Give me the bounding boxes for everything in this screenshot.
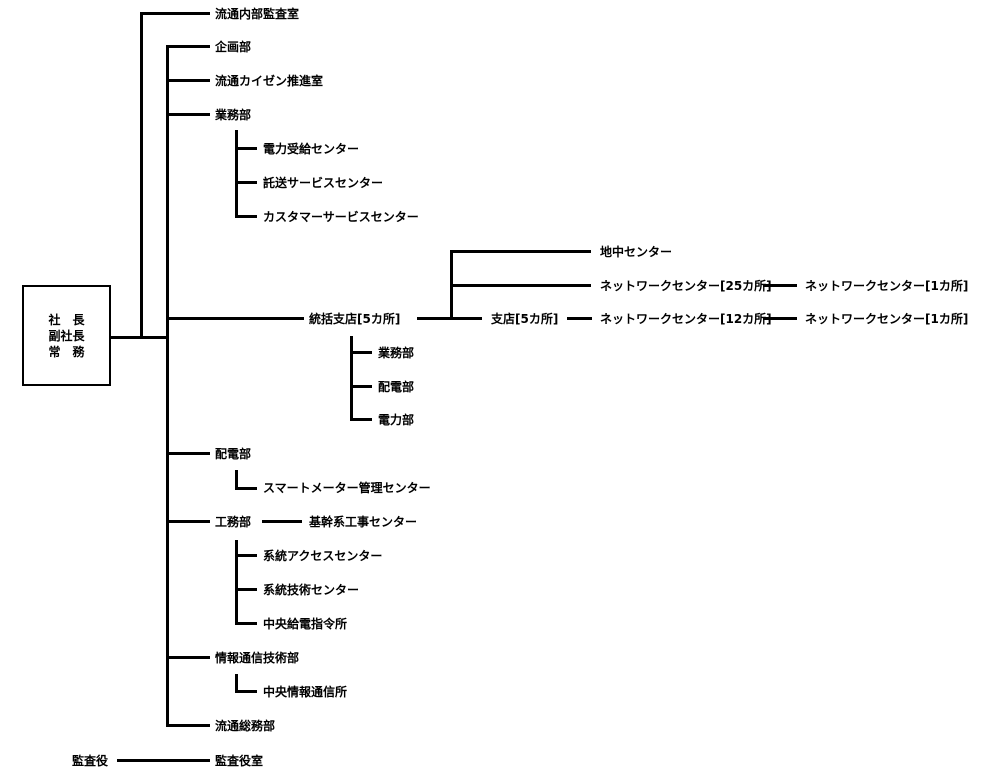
distribution-sub-spine-line — [235, 470, 238, 490]
business-label: 業務部 — [215, 108, 252, 122]
ict-connector-line — [166, 656, 210, 659]
network-25-label: ネットワークセンター[25カ所] — [600, 279, 772, 293]
ict-sub-spine-line — [235, 674, 238, 693]
internal-audit-label: 流通内部監査室 — [215, 7, 300, 21]
system-access-label: 系統アクセスセンター — [263, 549, 383, 563]
network-1a-label: ネットワークセンター[1カ所] — [805, 279, 969, 293]
planning-connector-line — [166, 45, 210, 48]
central-dispatch-connector-line — [235, 622, 257, 625]
exec-connector-line — [111, 336, 167, 339]
smart-meter-connector-line — [235, 487, 257, 490]
executive-managing-director-label: 常 務 — [48, 344, 85, 359]
system-tech-connector-line — [235, 588, 257, 591]
general-affairs-connector-line — [166, 724, 210, 727]
engineering-sub-spine-line — [235, 540, 238, 625]
central-ict-connector-line — [235, 690, 257, 693]
regional-branch-sub-spine-line — [350, 336, 353, 421]
network-1b-label: ネットワークセンター[1カ所] — [805, 312, 969, 326]
executive-box: 社 長 副社長 常 務 — [22, 285, 111, 386]
branch-distribution-connector-line — [350, 385, 372, 388]
regional-branch-label: 統括支店[5カ所] — [309, 312, 401, 326]
internal-audit-connector-line — [140, 12, 210, 15]
network-25-connector-line — [450, 284, 591, 287]
wheeling-connector-line — [235, 181, 257, 184]
kaizen-label: 流通カイゼン推進室 — [215, 74, 324, 88]
regional-branch-connector-line — [166, 317, 304, 320]
underground-connector-line — [450, 250, 591, 253]
network-12-label: ネットワークセンター[12カ所] — [600, 312, 772, 326]
branch-power-label: 電力部 — [378, 413, 415, 427]
power-receipt-connector-line — [235, 147, 257, 150]
smart-meter-label: スマートメーター管理センター — [263, 481, 431, 495]
underground-label: 地中センター — [600, 245, 673, 259]
distribution-label: 配電部 — [215, 447, 252, 461]
ict-label: 情報通信技術部 — [215, 651, 300, 665]
network-12-connector-line — [567, 317, 592, 320]
general-affairs-label: 流通総務部 — [215, 719, 276, 733]
branch-distribution-label: 配電部 — [378, 380, 415, 394]
planning-label: 企画部 — [215, 40, 252, 54]
executive-president-label: 社 長 — [48, 312, 85, 327]
executive-vice-president-label: 副社長 — [48, 328, 85, 343]
engineering-label: 工務部 — [215, 515, 252, 529]
wheeling-label: 託送サービスセンター — [263, 176, 384, 190]
branch-business-connector-line — [350, 351, 372, 354]
trunk-construction-label: 基幹系工事センター — [309, 515, 418, 529]
power-receipt-label: 電力受給センター — [263, 142, 360, 156]
branch-business-label: 業務部 — [378, 346, 415, 360]
main-spine-line — [166, 45, 169, 727]
trunk-construction-connector-line — [262, 520, 302, 523]
system-access-connector-line — [235, 554, 257, 557]
central-dispatch-label: 中央給電指令所 — [263, 617, 348, 631]
customer-service-connector-line — [235, 215, 257, 218]
branch-power-connector-line — [350, 418, 372, 421]
engineering-connector-line — [166, 520, 210, 523]
network-1b-connector-line — [763, 317, 797, 320]
auditor-label: 監査役 — [72, 754, 109, 768]
business-sub-spine-line — [235, 130, 238, 218]
regional-branch-to-branch-line — [417, 317, 482, 320]
distribution-connector-line — [166, 452, 210, 455]
central-ict-label: 中央情報通信所 — [263, 685, 348, 699]
auditor-office-label: 監査役室 — [215, 754, 264, 768]
system-tech-label: 系統技術センター — [263, 583, 360, 597]
outer-spine-line — [140, 12, 143, 339]
business-connector-line — [166, 113, 210, 116]
branch-label: 支店[5カ所] — [491, 312, 559, 326]
customer-service-label: カスタマーサービスセンター — [263, 210, 419, 224]
kaizen-connector-line — [166, 79, 210, 82]
network-1a-connector-line — [763, 284, 797, 287]
auditor-connector-line — [117, 759, 210, 762]
